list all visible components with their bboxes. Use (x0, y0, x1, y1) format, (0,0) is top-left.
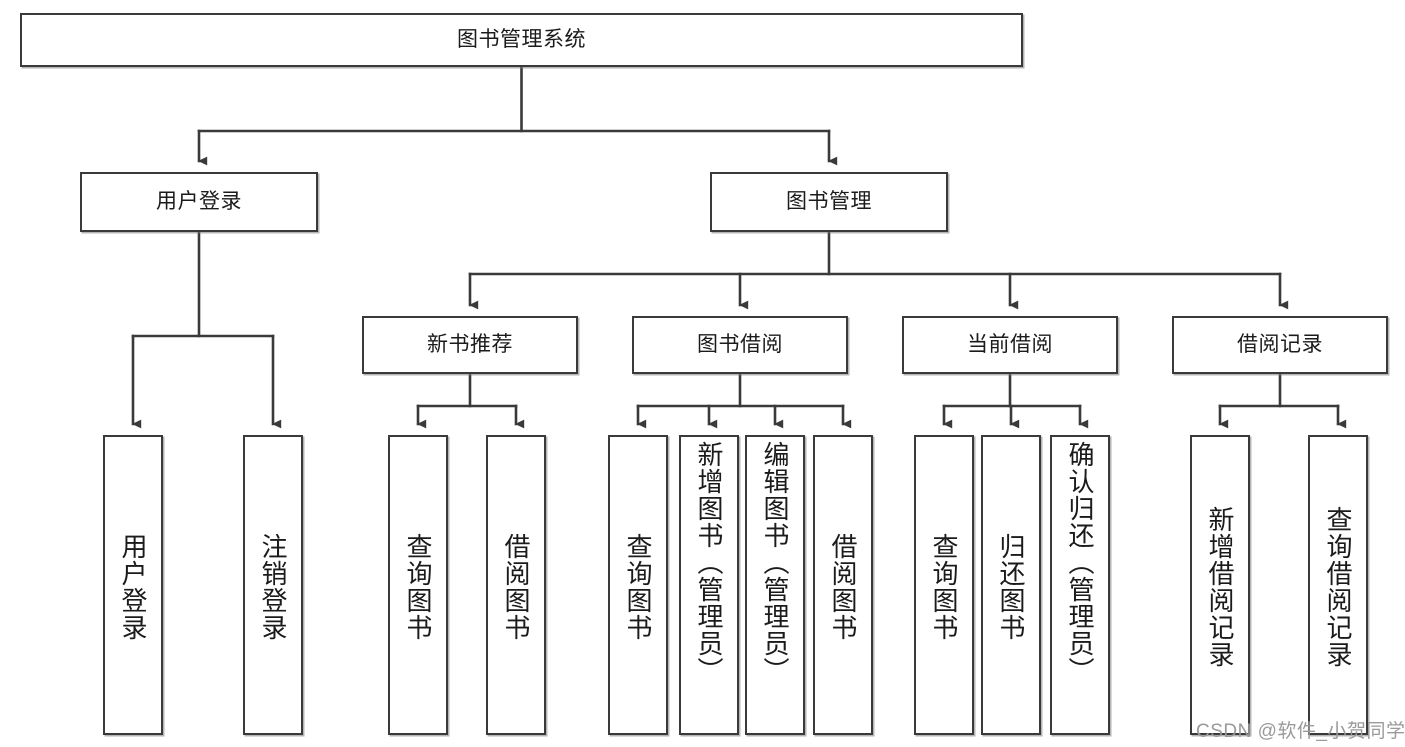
node-leaf-query-book-1[interactable]: 查询图书 (388, 435, 448, 735)
node-leaf-query-book-2[interactable]: 查询图书 (608, 435, 668, 735)
node-leaf-add-book[interactable]: 新增图书（管理员） (679, 435, 739, 735)
node-leaf-query-borrow-record-label: 查询借阅记录 (1323, 506, 1353, 668)
node-leaf-borrow-book-2-label: 借阅图书 (828, 533, 858, 641)
node-leaf-confirm-return-label: 确认归还（管理员） (1065, 441, 1095, 684)
node-leaf-query-borrow-record[interactable]: 查询借阅记录 (1308, 435, 1368, 735)
node-leaf-logout-login-label: 注销登录 (258, 533, 288, 641)
node-root-label: 图书管理系统 (457, 27, 586, 51)
node-user-login-label: 用户登录 (156, 189, 242, 213)
node-leaf-add-borrow-record[interactable]: 新增借阅记录 (1190, 435, 1250, 735)
node-leaf-add-borrow-record-label: 新增借阅记录 (1205, 506, 1235, 668)
node-leaf-borrow-book-1[interactable]: 借阅图书 (486, 435, 546, 735)
node-leaf-query-book-3[interactable]: 查询图书 (914, 435, 974, 735)
node-leaf-logout-login[interactable]: 注销登录 (243, 435, 303, 735)
node-current-borrow[interactable]: 当前借阅 (902, 316, 1118, 374)
node-borrow-record-label: 借阅记录 (1237, 332, 1323, 356)
node-book-borrow-label: 图书借阅 (697, 332, 783, 356)
node-leaf-user-login-label: 用户登录 (118, 533, 148, 641)
node-leaf-edit-book[interactable]: 编辑图书（管理员） (745, 435, 805, 735)
node-borrow-record[interactable]: 借阅记录 (1172, 316, 1388, 374)
node-leaf-user-login[interactable]: 用户登录 (103, 435, 163, 735)
node-leaf-query-book-2-label: 查询图书 (623, 533, 653, 641)
node-book-manage[interactable]: 图书管理 (710, 172, 948, 232)
node-user-login[interactable]: 用户登录 (80, 172, 318, 232)
node-leaf-edit-book-label: 编辑图书（管理员） (760, 441, 790, 684)
node-leaf-add-book-label: 新增图书（管理员） (694, 441, 724, 684)
node-leaf-query-book-3-label: 查询图书 (929, 533, 959, 641)
node-book-borrow[interactable]: 图书借阅 (632, 316, 848, 374)
node-leaf-query-book-1-label: 查询图书 (403, 533, 433, 641)
node-book-manage-label: 图书管理 (786, 189, 872, 213)
node-new-book-recommend-label: 新书推荐 (427, 332, 513, 356)
node-new-book-recommend[interactable]: 新书推荐 (362, 316, 578, 374)
node-leaf-return-book[interactable]: 归还图书 (981, 435, 1041, 735)
node-leaf-borrow-book-2[interactable]: 借阅图书 (813, 435, 873, 735)
node-leaf-confirm-return[interactable]: 确认归还（管理员） (1050, 435, 1110, 735)
node-current-borrow-label: 当前借阅 (967, 332, 1053, 356)
csdn-watermark: CSDN @软件_小贺同学 (1196, 721, 1405, 742)
node-leaf-borrow-book-1-label: 借阅图书 (501, 533, 531, 641)
node-root[interactable]: 图书管理系统 (20, 13, 1023, 67)
node-leaf-return-book-label: 归还图书 (996, 533, 1026, 641)
